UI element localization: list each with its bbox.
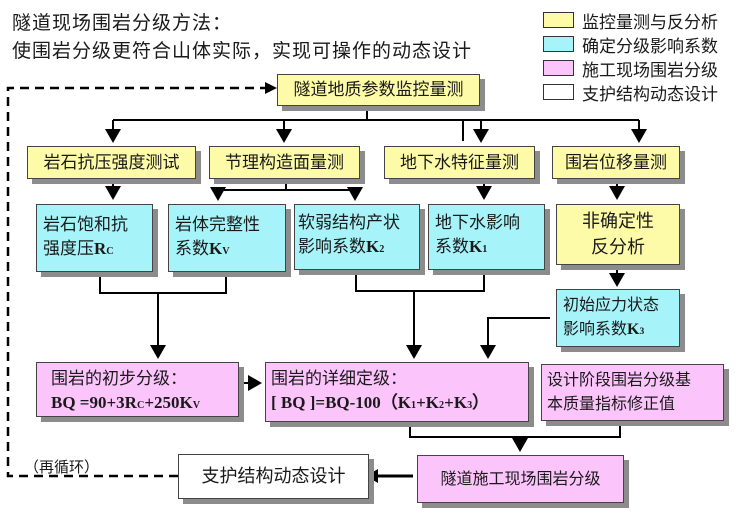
node-label: 影响系数K2 bbox=[298, 237, 385, 257]
node-support-dynamic-design: 支护结构动态设计 bbox=[178, 454, 369, 499]
node-label: 岩体完整性 bbox=[175, 215, 260, 235]
line-rc-kv-join bbox=[99, 272, 227, 294]
legend-swatch-yellow bbox=[543, 12, 574, 28]
page-title: 隧道现场围岩分级方法： bbox=[12, 12, 233, 34]
line-correction-down bbox=[520, 423, 621, 438]
loop-dashed-line bbox=[6, 86, 265, 478]
node-k1-coefficient: 地下水影响 系数K1 bbox=[428, 204, 545, 270]
node-back-analysis: 非确定性 反分析 bbox=[556, 204, 680, 265]
node-label: 围岩的初步分级： bbox=[51, 369, 187, 389]
node-label: 地下水特征量测 bbox=[400, 152, 519, 173]
node-label: 隧道施工现场围岩分级 bbox=[440, 469, 601, 488]
node-label: 岩石饱和抗 bbox=[43, 215, 128, 235]
legend-item: 支护结构动态设计 bbox=[543, 80, 718, 105]
node-label: 围岩位移量测 bbox=[565, 152, 667, 173]
node-detailed-classification: 围岩的详细定级： [ BQ ]=BQ-100（K1+K2+K3） bbox=[265, 362, 529, 422]
legend-label: 施工现场围岩分级 bbox=[582, 60, 718, 81]
node-design-correction: 设计阶段围岩分级基 本质量指标修正值 bbox=[541, 364, 724, 421]
legend-swatch-cyan bbox=[543, 36, 574, 52]
node-rock-strength-test: 岩石抗压强度测试 bbox=[27, 146, 196, 179]
node-label: 软弱结构产状 bbox=[298, 213, 400, 233]
node-label: 系数K1 bbox=[435, 237, 488, 257]
node-k2-coefficient: 软弱结构产状 影响系数K2 bbox=[294, 204, 420, 270]
legend-label: 确定分级影响系数 bbox=[582, 36, 718, 57]
node-label: 隧道地质参数监控量测 bbox=[293, 80, 464, 100]
legend-label: 监控量测与反分析 bbox=[582, 12, 718, 33]
prelim-formula: BQ =90+3RC+250KV bbox=[51, 393, 201, 412]
node-displacement-measure: 围岩位移量测 bbox=[552, 146, 680, 179]
node-k3-coefficient: 初始应力状态 影响系数K3 bbox=[556, 289, 680, 347]
node-root-monitoring: 隧道地质参数监控量测 bbox=[277, 74, 480, 106]
line-detailed-down bbox=[409, 423, 520, 438]
node-label: 围岩的详细定级： bbox=[271, 369, 407, 389]
arrow-k3-to-detailed bbox=[480, 317, 550, 359]
node-label: 非确定性 bbox=[582, 211, 654, 232]
node-label: 岩石抗压强度测试 bbox=[43, 152, 180, 173]
node-label: 影响系数K3 bbox=[563, 319, 645, 338]
page-subtitle: 使围岩分级更符合山体实际，实现可操作的动态设计 bbox=[12, 40, 473, 62]
node-label: 设计阶段围岩分级基 bbox=[547, 370, 692, 389]
arrow-head-support bbox=[366, 469, 378, 483]
legend-item: 施工现场围岩分级 bbox=[543, 56, 718, 81]
legend-item: 监控量测与反分析 bbox=[543, 8, 718, 33]
detailed-formula: [ BQ ]=BQ-100（K1+K2+K3） bbox=[271, 393, 490, 412]
line-k2-k1-join bbox=[355, 270, 485, 292]
node-label: 系数KV bbox=[175, 239, 230, 259]
node-site-classification: 隧道施工现场围岩分级 bbox=[417, 455, 624, 503]
node-groundwater-measure: 地下水特征量测 bbox=[384, 146, 535, 179]
legend-item: 确定分级影响系数 bbox=[543, 32, 718, 57]
legend-swatch-white bbox=[543, 84, 574, 100]
node-label: 节理构造面量测 bbox=[225, 152, 344, 173]
legend-label: 支护结构动态设计 bbox=[582, 84, 718, 105]
node-label: 本质量指标修正值 bbox=[547, 394, 676, 413]
node-label: 强度压RC bbox=[43, 239, 114, 259]
node-kv-coefficient: 岩体完整性 系数KV bbox=[168, 204, 286, 272]
arrow-to-k2 bbox=[286, 187, 363, 201]
node-label: 地下水影响 bbox=[435, 213, 520, 233]
node-label: 支护结构动态设计 bbox=[201, 465, 346, 487]
node-joint-measure: 节理构造面量测 bbox=[209, 146, 360, 179]
loop-arrow-head bbox=[265, 82, 277, 94]
node-label: 反分析 bbox=[591, 237, 645, 258]
legend-swatch-pink bbox=[543, 60, 574, 76]
loop-label: （再循环） bbox=[24, 458, 100, 476]
legend: 监控量测与反分析 确定分级影响系数 施工现场围岩分级 支护结构动态设计 bbox=[543, 8, 718, 105]
node-rc-coefficient: 岩石饱和抗 强度压RC bbox=[36, 204, 153, 272]
node-label: 初始应力状态 bbox=[563, 295, 660, 314]
node-preliminary-classification: 围岩的初步分级： BQ =90+3RC+250KV bbox=[36, 362, 239, 417]
